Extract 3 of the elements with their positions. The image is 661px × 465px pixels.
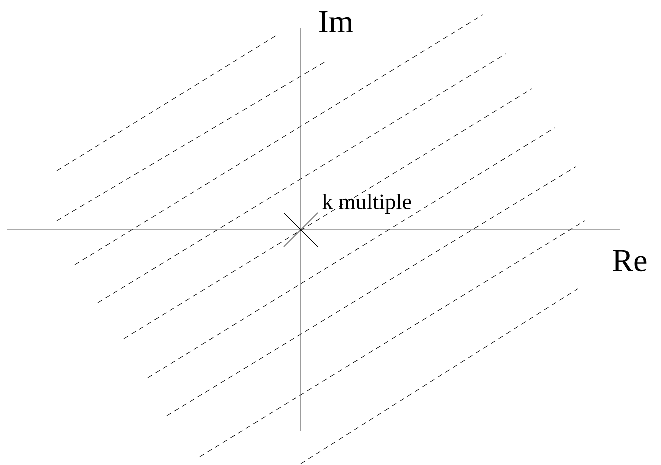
- axis-label: Im: [319, 12, 354, 32]
- axis-label: Re: [613, 250, 647, 272]
- axis-label: k multiple: [322, 194, 412, 214]
